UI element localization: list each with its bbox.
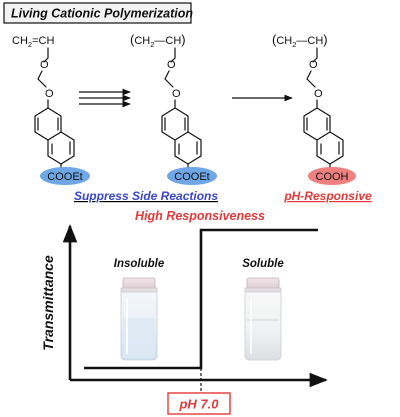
svg-text:O: O bbox=[314, 88, 323, 100]
poly-ester-ch: CH bbox=[165, 35, 181, 47]
svg-text:O: O bbox=[172, 88, 181, 100]
svg-text:CH2=CH: CH2=CH bbox=[12, 35, 54, 49]
transmittance-plot: High Responsiveness Transmittance pH 7.0… bbox=[40, 209, 328, 415]
polymer-acid-structure: (CH2—CH) O O COOH bbox=[272, 32, 356, 185]
monomer-o1: O bbox=[40, 59, 49, 71]
caption-ph-responsive: pH-Responsive bbox=[283, 189, 372, 203]
svg-text:(CH2—CH): (CH2—CH) bbox=[272, 32, 328, 49]
svg-text:O: O bbox=[167, 59, 176, 71]
y-axis-label: Transmittance bbox=[40, 255, 56, 351]
vial-insoluble-image bbox=[120, 277, 158, 361]
title-text: Living Cationic Polymerization bbox=[11, 7, 193, 21]
caption-suppress-side-reactions: Suppress Side Reactions bbox=[74, 189, 218, 203]
polymer-acid-label: COOH bbox=[316, 171, 349, 183]
polymer-ester-label: COOEt bbox=[174, 171, 209, 183]
monomer-ch2: CH bbox=[12, 35, 28, 47]
ph-label-box: pH 7.0 bbox=[167, 392, 231, 415]
transmittance-step-curve bbox=[84, 228, 318, 370]
monomer-ch2-sub: 2 bbox=[28, 40, 32, 49]
svg-text:O: O bbox=[309, 59, 318, 71]
poly-acid-ch: CH bbox=[307, 35, 323, 47]
soluble-label: Soluble bbox=[242, 258, 284, 270]
title-box: Living Cationic Polymerization bbox=[3, 2, 193, 24]
monomer-ester-label: COOEt bbox=[47, 171, 82, 183]
monomer-ch: CH bbox=[39, 35, 55, 47]
plot-heading: High Responsiveness bbox=[135, 209, 265, 223]
vial-soluble-image bbox=[244, 277, 282, 361]
monomer-ester-badge: COOEt bbox=[40, 167, 90, 185]
polymer-ester-structure: (CH2—CH) O O COOEt bbox=[130, 32, 217, 185]
polymerization-arrows bbox=[79, 88, 131, 108]
poly-ester-ch2: CH bbox=[134, 35, 150, 47]
polymer-ester-badge: COOEt bbox=[167, 167, 217, 185]
polymer-acid-badge: COOH bbox=[308, 167, 356, 185]
monomer-o2: O bbox=[45, 88, 54, 100]
monomer-structure: CH2=CH O O COOEt bbox=[12, 35, 90, 185]
ph-label: pH 7.0 bbox=[178, 397, 219, 412]
monomer-double-bond: = bbox=[32, 35, 38, 47]
poly-acid-ch2: CH bbox=[276, 35, 292, 47]
svg-text:(CH2—CH): (CH2—CH) bbox=[130, 32, 186, 49]
insoluble-label: Insoluble bbox=[114, 258, 165, 270]
